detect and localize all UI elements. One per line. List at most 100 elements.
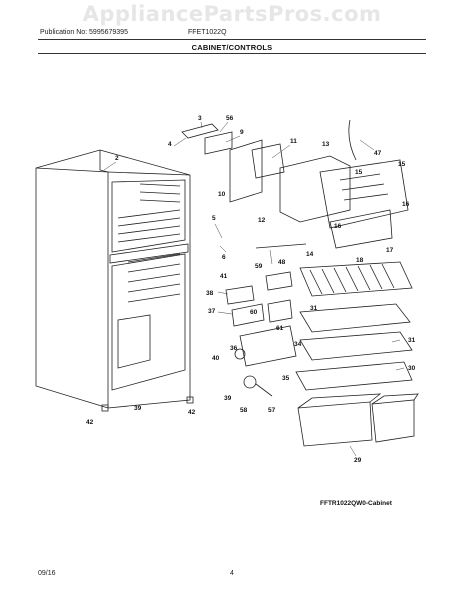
evaporator-cover xyxy=(279,155,351,223)
hinge-pin-57 xyxy=(255,383,273,397)
callout-35: 35 xyxy=(282,375,290,382)
callout-14: 14 xyxy=(306,251,314,258)
crisper-drawer-right xyxy=(371,399,415,443)
divider xyxy=(109,243,189,264)
callout-12: 12 xyxy=(258,217,266,224)
crisper-top-right xyxy=(371,393,419,405)
leader-lines xyxy=(103,121,405,457)
lower-cover xyxy=(329,209,393,249)
leader-30 xyxy=(395,367,405,371)
freezer-compartment xyxy=(111,179,186,253)
inner-panel xyxy=(117,314,151,369)
control-housing xyxy=(229,139,263,203)
callout-38: 38 xyxy=(206,290,214,297)
leveling-foot-right xyxy=(186,396,194,404)
cabinet-edge xyxy=(99,150,109,408)
callout-48: 48 xyxy=(278,259,286,266)
callout-36: 36 xyxy=(230,345,238,352)
footer-date: 09/16 xyxy=(38,570,56,577)
bracket-60 xyxy=(231,303,265,327)
callout-17: 17 xyxy=(386,247,394,254)
controls-drawing xyxy=(181,119,409,249)
callout-37: 37 xyxy=(208,308,216,315)
callout-41: 41 xyxy=(220,273,228,280)
callout-58: 58 xyxy=(240,407,248,414)
cabinet-top-edge xyxy=(35,167,191,176)
thermostat xyxy=(204,131,233,155)
callout-labels: 2 3 56 4 9 11 13 47 15 15 16 10 12 5 6 4… xyxy=(86,115,416,464)
leader-38 xyxy=(217,291,229,295)
shelf-rails xyxy=(127,253,181,303)
air-duct xyxy=(319,159,409,229)
light-socket xyxy=(251,143,285,179)
freezer-rails xyxy=(139,183,181,203)
callout-18: 18 xyxy=(356,257,364,264)
leveling-foot-left xyxy=(101,404,109,412)
ice-tray-34 xyxy=(239,325,297,367)
leader-56 xyxy=(219,121,229,133)
callout-15b: 15 xyxy=(355,169,363,176)
callout-39b: 39 xyxy=(224,395,232,402)
callout-10: 10 xyxy=(218,191,226,198)
leader-29 xyxy=(349,445,357,457)
callout-61: 61 xyxy=(276,325,284,332)
callout-34: 34 xyxy=(294,341,302,348)
glass-shelf-lower xyxy=(295,361,413,391)
part-61 xyxy=(267,299,293,323)
leader-48 xyxy=(269,249,273,265)
fresh-food-compartment xyxy=(111,253,186,391)
leader-11 xyxy=(271,144,291,159)
duct-vents xyxy=(339,173,389,201)
publication-number: Publication No: 5995679395 xyxy=(40,29,128,36)
callout-9: 9 xyxy=(240,129,244,136)
callout-31a: 31 xyxy=(310,305,318,312)
callout-42b: 42 xyxy=(188,409,196,416)
heater-bar xyxy=(255,243,307,249)
section-title: CABINET/CONTROLS xyxy=(191,43,273,52)
watermark: AppliancePartsPros.com xyxy=(82,2,382,26)
callout-3: 3 xyxy=(198,115,202,122)
crisper-drawer-left xyxy=(297,401,373,447)
leader-6 xyxy=(219,245,227,253)
control-bracket xyxy=(181,123,219,139)
bracket-59 xyxy=(265,271,293,291)
callout-11: 11 xyxy=(290,138,297,145)
callout-13: 13 xyxy=(322,141,330,148)
leader-31b xyxy=(391,339,401,343)
leader-3 xyxy=(200,121,203,129)
small-parts-drawing xyxy=(225,271,297,397)
callout-56: 56 xyxy=(226,115,234,122)
header-rule xyxy=(38,39,426,40)
leader-2 xyxy=(103,161,117,171)
glass-shelf-middle xyxy=(299,331,413,361)
leader-9 xyxy=(225,135,241,143)
callout-57: 57 xyxy=(268,407,276,414)
callout-2: 2 xyxy=(115,155,119,162)
callout-60: 60 xyxy=(250,309,258,316)
callout-5: 5 xyxy=(212,215,216,222)
leader-4 xyxy=(173,137,187,147)
wire-shelf-rods xyxy=(309,263,395,295)
cabinet-drawing xyxy=(35,149,194,412)
crisper-top-left xyxy=(297,393,382,409)
diagram-caption: FFTR1022QW0-Cabinet xyxy=(320,500,392,507)
freezer-shelf xyxy=(117,209,181,243)
cabinet-outline xyxy=(35,149,191,409)
model-number: FFET1022Q xyxy=(188,29,227,36)
glass-shelf-upper xyxy=(299,303,411,333)
title-rule xyxy=(38,53,426,54)
callout-31b: 31 xyxy=(408,337,416,344)
callout-39a: 39 xyxy=(134,405,142,412)
wire-shelf xyxy=(299,261,413,297)
callout-4: 4 xyxy=(168,141,172,148)
callout-6: 6 xyxy=(222,254,226,261)
callout-30: 30 xyxy=(408,365,416,372)
knob-36 xyxy=(234,348,246,360)
callout-16a: 16 xyxy=(402,201,410,208)
callout-47: 47 xyxy=(374,150,382,157)
leader-5 xyxy=(214,223,223,239)
callout-40: 40 xyxy=(212,355,220,362)
callout-29: 29 xyxy=(354,457,362,464)
page-number: 4 xyxy=(230,570,234,577)
callout-15a: 15 xyxy=(398,161,406,168)
